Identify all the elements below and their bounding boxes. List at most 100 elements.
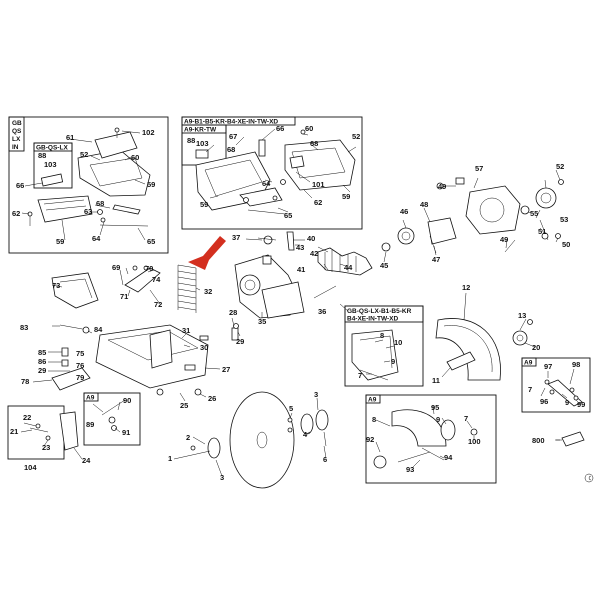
label-1: 1 <box>168 454 172 463</box>
label-6: 6 <box>323 455 327 464</box>
label-65-b: 65 <box>284 211 292 220</box>
label-62-a: 62 <box>12 209 20 218</box>
label-98: 98 <box>572 360 580 369</box>
label-37: 37 <box>232 233 240 242</box>
label-90: 90 <box>123 396 131 405</box>
label-62-b: 62 <box>314 198 322 207</box>
label-88-a: 88 <box>38 151 46 160</box>
label-89: 89 <box>86 420 94 429</box>
copyright-mark <box>584 473 594 483</box>
label-88-b: 88 <box>187 136 195 145</box>
label-75: 75 <box>76 349 84 358</box>
handle-assembly-center <box>195 129 356 215</box>
label-86: 86 <box>38 357 46 366</box>
label-64-a: 64 <box>92 234 101 243</box>
label-68-a: 68 <box>96 199 104 208</box>
cutting-wheel-assembly <box>173 391 329 489</box>
label-70: 70 <box>145 264 153 273</box>
label-47: 47 <box>432 255 440 264</box>
label-103-a: 103 <box>44 160 57 169</box>
label-21: 21 <box>10 427 18 436</box>
label-24: 24 <box>82 456 91 465</box>
label-9-b: 9 <box>565 398 569 407</box>
label-65-a: 65 <box>147 237 155 246</box>
region-label-gb: GB <box>12 120 22 127</box>
label-35: 35 <box>258 317 266 326</box>
spring-32 <box>177 264 197 313</box>
label-40: 40 <box>307 234 315 243</box>
label-49-b: 49 <box>500 235 508 244</box>
label-94: 94 <box>444 453 453 462</box>
label-67: 67 <box>229 132 237 141</box>
label-79: 79 <box>76 373 84 382</box>
label-66: 66 <box>16 181 24 190</box>
label-68-b: 68 <box>227 145 235 154</box>
label-23: 23 <box>42 443 50 452</box>
region-label-a9-kr-tw: A9-KR-TW <box>184 127 217 134</box>
label-73: 73 <box>52 281 60 290</box>
label-29-b: 29 <box>38 366 46 375</box>
label-63: 63 <box>84 207 92 216</box>
label-8-b: 8 <box>372 415 376 424</box>
label-52-b: 52 <box>352 132 360 141</box>
label-44: 44 <box>344 263 353 272</box>
region-label-a9-left: A9 <box>86 395 95 402</box>
part-labels: 61 102 88 103 52 60 59 66 62 59 63 68 64… <box>10 124 585 482</box>
label-7-b: 7 <box>528 385 532 394</box>
label-99: 99 <box>577 400 585 409</box>
label-53: 53 <box>560 215 568 224</box>
label-91: 91 <box>122 428 130 437</box>
leader-lines <box>20 128 579 477</box>
label-31: 31 <box>182 326 190 335</box>
label-85: 85 <box>38 348 46 357</box>
label-97: 97 <box>544 362 552 371</box>
handle-assembly-left <box>27 127 151 227</box>
label-57: 57 <box>475 164 483 173</box>
label-28: 28 <box>229 308 237 317</box>
label-2: 2 <box>186 433 190 442</box>
label-74: 74 <box>152 275 161 284</box>
region-label-a9-b1-b5: A9-B1-B5-KR-B4-XE-IN-TW-XD <box>184 119 278 126</box>
label-59-a: 59 <box>147 180 155 189</box>
label-52-c: 52 <box>556 162 564 171</box>
label-59-c: 59 <box>200 200 208 209</box>
label-20: 20 <box>532 343 540 352</box>
label-46: 46 <box>400 207 408 216</box>
label-95: 95 <box>431 403 439 412</box>
label-61: 61 <box>66 133 74 142</box>
label-32: 32 <box>204 287 212 296</box>
label-59-b: 59 <box>56 237 64 246</box>
box-a9-bottom: A9 <box>365 394 497 484</box>
label-52-a: 52 <box>80 150 88 159</box>
region-label-gb-qs-lx: GB-QS-LX <box>36 145 68 152</box>
label-27: 27 <box>222 365 230 374</box>
label-7-c: 7 <box>464 414 468 423</box>
label-41: 41 <box>297 265 305 274</box>
label-9-a: 9 <box>391 357 395 366</box>
label-101: 101 <box>312 180 325 189</box>
label-69: 69 <box>112 263 120 272</box>
label-45: 45 <box>380 261 388 270</box>
label-71: 71 <box>120 292 128 301</box>
label-93: 93 <box>406 465 414 474</box>
label-30: 30 <box>200 343 208 352</box>
label-9-c: 9 <box>436 415 440 424</box>
label-84: 84 <box>94 325 103 334</box>
box-a9-right: A9 <box>521 357 591 413</box>
label-800: 800 <box>532 436 545 445</box>
label-25: 25 <box>180 401 188 410</box>
region-label-b4-xe: B4-XE-IN-TW-XD <box>347 316 398 323</box>
label-29: 29 <box>236 337 244 346</box>
label-48: 48 <box>420 200 428 209</box>
label-12: 12 <box>462 283 470 292</box>
label-26: 26 <box>208 394 216 403</box>
label-3-a: 3 <box>220 473 224 482</box>
label-60-a: 60 <box>131 153 139 162</box>
label-68-c: 68 <box>310 139 318 148</box>
box-gb-qs-lx-b1: GB-QS-LX-B1-B5-KR B4-XE-IN-TW-XD <box>344 305 424 387</box>
label-96: 96 <box>540 397 548 406</box>
label-83: 83 <box>20 323 28 332</box>
lever-spring-assembly <box>51 236 226 313</box>
label-92: 92 <box>366 435 374 444</box>
motor-gear-assembly <box>234 177 564 319</box>
